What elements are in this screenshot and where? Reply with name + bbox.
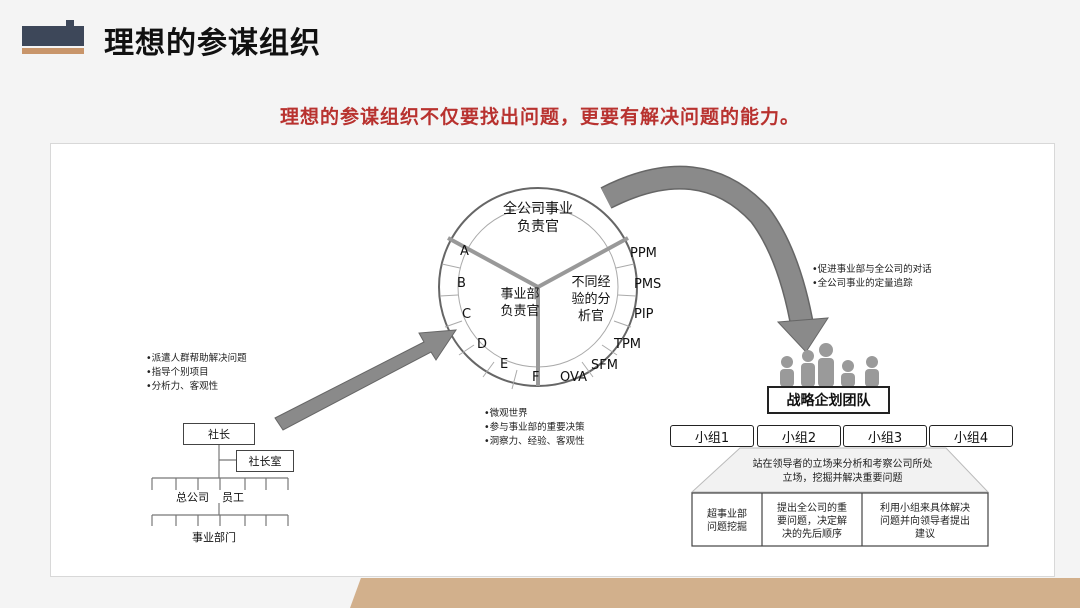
- task-cell-1: 超事业部 问题挖掘: [707, 509, 747, 533]
- letter-f: F: [532, 370, 540, 385]
- right-notes: •促进事业部与全公司的对话•全公司事业的定量追踪: [812, 264, 932, 289]
- org-divisions-label: 事业部门: [192, 531, 236, 544]
- page-title: 理想的参谋组织: [104, 26, 321, 61]
- org-hq-label: 总公司: [176, 491, 209, 504]
- strategy-team-box: 战略企划团队: [767, 386, 890, 414]
- letter-a: A: [460, 244, 469, 259]
- group-1-box: 小组1: [670, 425, 754, 447]
- org-office-box: 社长室: [236, 450, 294, 472]
- stance-trapezoid: [690, 447, 990, 493]
- bottom-notes: •微观世界•参与事业部的重要决策•洞察力、经验、客观性: [484, 408, 585, 447]
- group-3-box: 小组3: [843, 425, 927, 447]
- letter-c: C: [462, 307, 472, 322]
- arrow-to-circle: [274, 329, 457, 431]
- arrow-to-team: [776, 317, 829, 353]
- tool-tpm: TPM: [614, 337, 641, 352]
- org-chart-lines: [151, 445, 289, 526]
- org-staff-label: 员工: [222, 491, 244, 504]
- team-stance-text: 站在领导者的立场来分析和考察公司所处 立场，挖掘并解决重要问题: [752, 459, 933, 484]
- letter-e: E: [500, 357, 509, 372]
- page-subtitle: 理想的参谋组织不仅要找出问题，更要有解决问题的能力。: [279, 106, 800, 128]
- circle-left-label: 事业部 负责官: [500, 287, 540, 319]
- tool-pip: PIP: [634, 307, 654, 322]
- group-2-box: 小组2: [757, 425, 841, 447]
- tool-ova: OVA: [560, 370, 587, 385]
- people-icon: [780, 343, 879, 387]
- circle-top-label: 全公司事业 负责官: [503, 201, 573, 235]
- group-4-box: 小组4: [929, 425, 1013, 447]
- task-cell-3: 利用小组来具体解决 问题并向领导者提出 建议: [880, 502, 970, 540]
- circle-right-label: 不同经 验的分 析官: [571, 275, 611, 324]
- tool-sfm: SFM: [591, 358, 618, 373]
- org-president-box: 社长: [183, 423, 255, 445]
- letter-b: B: [457, 276, 466, 291]
- left-notes: •派遣人群帮助解决问题•指导个别项目•分析力、客观性: [146, 353, 247, 392]
- task-cell-2: 提出全公司的重 要问题，决定解 决的先后顺序: [777, 502, 847, 540]
- letter-d: D: [477, 337, 488, 352]
- header-decoration: [22, 20, 84, 56]
- tool-pms: PMS: [634, 277, 662, 292]
- tool-ppm: PPM: [630, 246, 657, 261]
